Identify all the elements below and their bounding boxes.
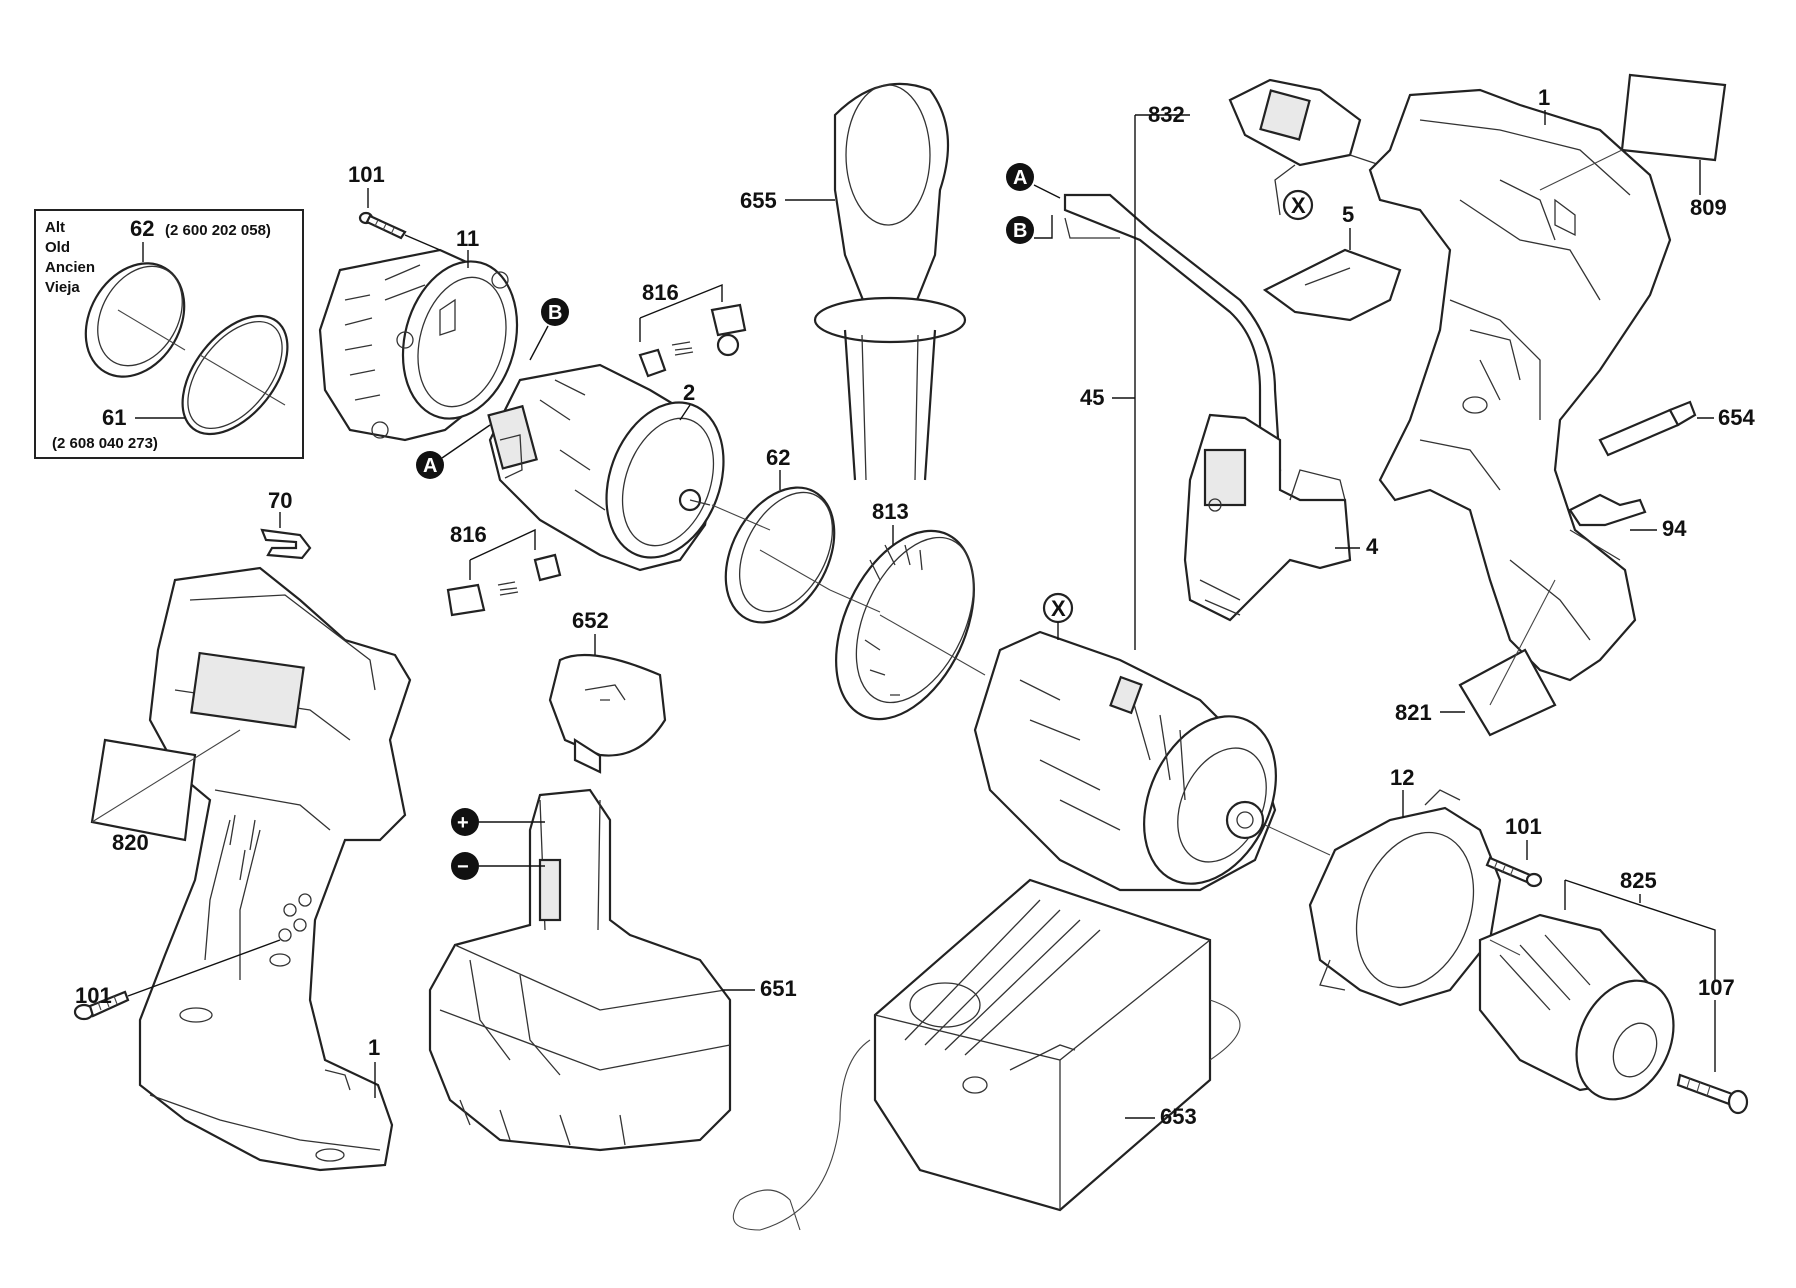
ring-62 <box>724 486 836 624</box>
label-652: 652 <box>572 608 609 633</box>
label-809: 809 <box>1690 195 1727 220</box>
brush-set-816-upper <box>638 303 747 378</box>
clip-70 <box>260 528 312 560</box>
label-101-top: 101 <box>348 162 385 187</box>
callout-a-switch-text: A <box>1013 167 1027 189</box>
label-654: 654 <box>1718 405 1755 430</box>
motor-2 <box>487 363 725 572</box>
battery-pack-651 <box>428 788 732 1152</box>
label-651: 651 <box>760 976 797 1001</box>
charger-653 <box>732 878 1241 1231</box>
screw-107 <box>1676 1073 1749 1115</box>
battery-cap-652 <box>548 653 667 774</box>
old-ring-62 <box>84 262 186 378</box>
label-655: 655 <box>740 188 777 213</box>
inset-line-3: Ancien <box>45 259 95 276</box>
old-parts-inset: Alt Old Ancien Vieja 62 (2 600 202 058) … <box>34 209 304 459</box>
label-107: 107 <box>1698 975 1735 1000</box>
old-ring-61 <box>181 314 289 436</box>
label-sticker-809 <box>1539 73 1727 191</box>
screw-101-right <box>1485 856 1543 888</box>
inset-part-61-code: (2 608 040 273) <box>52 435 158 452</box>
minus-terminal-callout <box>451 852 479 880</box>
label-101-right: 101 <box>1505 814 1542 839</box>
plus-terminal-callout <box>451 808 479 836</box>
battery-latch-cover-832 <box>1228 78 1386 216</box>
callout-b-switch-text: B <box>1013 220 1027 242</box>
group-line-825 <box>1564 879 1716 980</box>
rating-plate-820 <box>90 729 241 842</box>
label-825: 825 <box>1620 868 1657 893</box>
label-62: 62 <box>766 445 790 470</box>
callout-b-motor-text: B <box>548 302 562 324</box>
callout-b-motor <box>541 298 569 326</box>
motor-cover-11 <box>318 248 519 442</box>
switch-4 <box>1183 413 1352 622</box>
label-1-right: 1 <box>1538 85 1550 110</box>
gearbox-assembly <box>973 630 1277 892</box>
inset-part-61-number: 61 <box>102 405 126 430</box>
label-45: 45 <box>1080 385 1104 410</box>
chuck-825 <box>1478 913 1675 1101</box>
front-cover-12 <box>1308 789 1502 1007</box>
inset-line-1: Alt <box>45 219 65 236</box>
callout-a-switch <box>1006 163 1034 191</box>
label-94: 94 <box>1662 516 1687 541</box>
inset-line-2: Old <box>45 239 70 256</box>
bit-holder-654 <box>1598 400 1697 457</box>
brush-set-816-lower <box>446 553 562 617</box>
inset-line-4: Vieja <box>45 279 80 296</box>
callout-b-switch <box>1006 216 1034 244</box>
label-820: 820 <box>112 830 149 855</box>
callout-a-motor-text: A <box>423 455 437 477</box>
label-1-left: 1 <box>368 1035 380 1060</box>
minus-terminal-label: − <box>457 856 469 878</box>
screw-101-top <box>358 211 441 251</box>
label-70: 70 <box>268 488 292 513</box>
label-101-bottom: 101 <box>75 983 112 1008</box>
label-816-top: 816 <box>642 280 679 305</box>
sleeve-655 <box>813 82 967 481</box>
plate-5 <box>1262 248 1402 322</box>
label-4: 4 <box>1366 534 1379 559</box>
plus-terminal-label: + <box>457 812 469 834</box>
ring-gear-813 <box>835 529 986 721</box>
housing-right-half <box>1368 88 1672 682</box>
label-11: 11 <box>456 226 479 251</box>
label-12: 12 <box>1390 765 1414 790</box>
callout-x-top-text: X <box>1291 193 1306 218</box>
label-5: 5 <box>1342 202 1354 227</box>
callout-x-gear-text: X <box>1051 596 1066 621</box>
assembly-axis-lines <box>711 504 1521 956</box>
inset-part-62-code: (2 600 202 058) <box>165 222 271 239</box>
label-816-low: 816 <box>450 522 487 547</box>
label-sticker-821 <box>1458 579 1557 737</box>
callout-a-motor <box>416 451 444 479</box>
label-653: 653 <box>1160 1104 1197 1129</box>
label-821: 821 <box>1395 700 1432 725</box>
inset-part-62-number: 62 <box>130 216 154 241</box>
screw-101-bottom <box>73 939 281 1021</box>
label-832: 832 <box>1148 102 1185 127</box>
housing-left-half <box>138 566 412 1172</box>
callout-x-top <box>1282 189 1314 221</box>
label-2: 2 <box>683 380 695 405</box>
clip-94 <box>1568 493 1647 527</box>
label-813: 813 <box>872 499 909 524</box>
